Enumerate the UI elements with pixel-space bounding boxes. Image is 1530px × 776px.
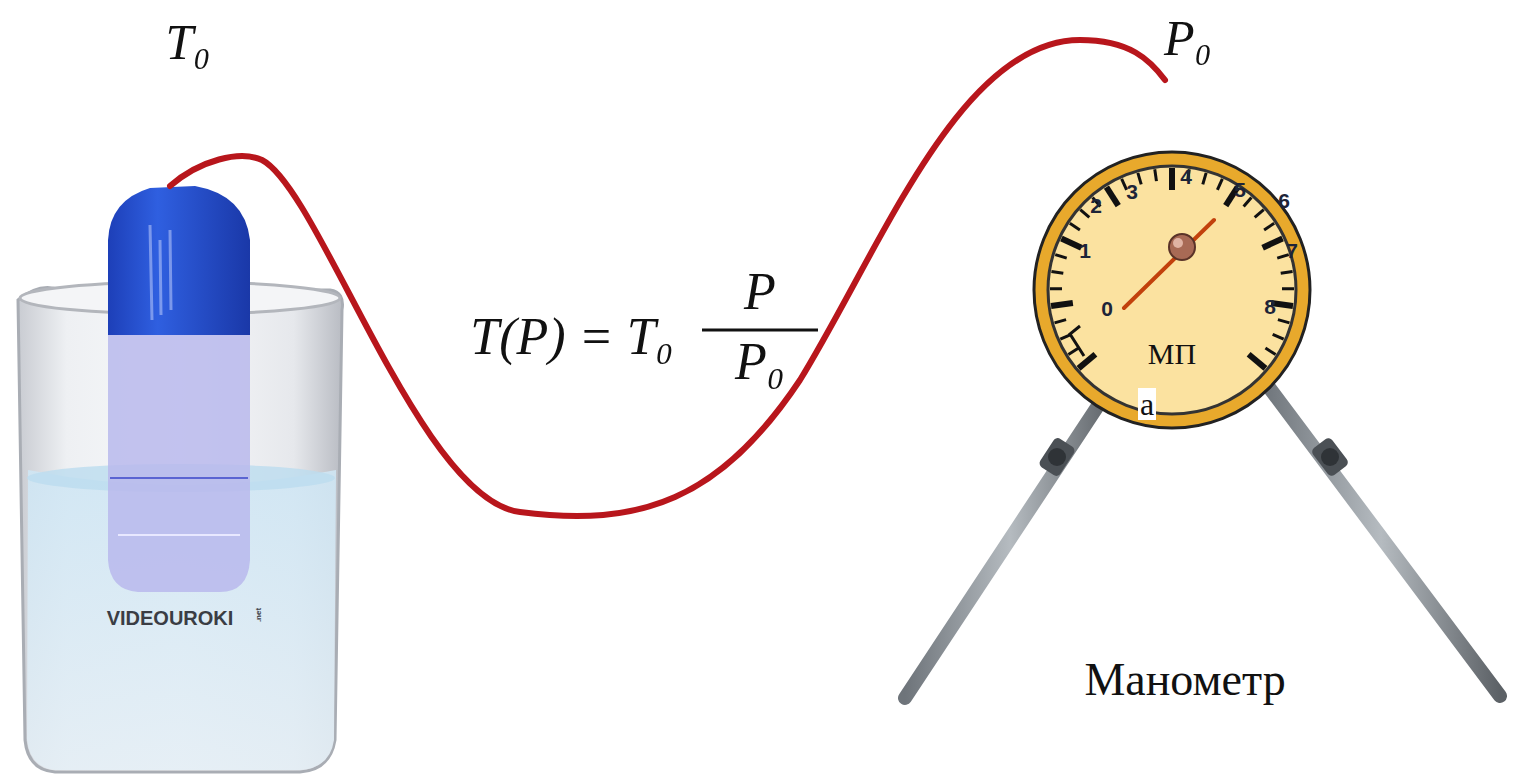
gauge-mark: МП bbox=[1148, 339, 1196, 369]
gauge-face bbox=[1032, 150, 1312, 430]
watermark: VIDEOUROKI bbox=[107, 608, 234, 628]
dial-number: 6 bbox=[1278, 190, 1290, 211]
fraction-bar bbox=[702, 329, 818, 332]
gauge-title: Манометр bbox=[1084, 657, 1285, 703]
formula-denominator: P₀ bbox=[735, 336, 785, 388]
dial-number: 0 bbox=[1101, 298, 1113, 319]
gauge-letter: а bbox=[1138, 388, 1156, 420]
dial-number: 2 bbox=[1090, 195, 1102, 216]
dial-number: 5 bbox=[1234, 179, 1246, 200]
watermark: .net bbox=[255, 608, 263, 622]
dial-number: 1 bbox=[1079, 240, 1091, 261]
dial-number: 7 bbox=[1286, 240, 1298, 261]
dial-number: 3 bbox=[1126, 181, 1138, 202]
formula: T(P) = T₀ bbox=[470, 311, 673, 363]
dial-number: 4 bbox=[1180, 166, 1192, 187]
pressure-label: P₀ bbox=[1164, 13, 1212, 63]
pressure-gauge: 0 1 2 3 4 5 6 7 8МП bbox=[1032, 150, 1312, 430]
dial-number: 8 bbox=[1264, 296, 1276, 317]
temperature-label: T₀ bbox=[165, 17, 210, 67]
formula-numerator: P bbox=[744, 266, 776, 318]
